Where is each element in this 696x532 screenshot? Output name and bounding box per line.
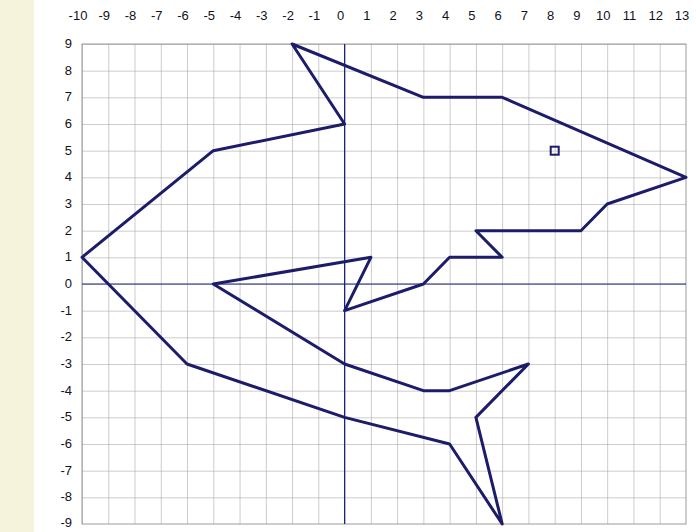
y-axis-number: 9 [65, 37, 72, 51]
x-axis-number: -10 [69, 9, 88, 23]
y-axis-number: -9 [60, 516, 72, 530]
x-axis-number: -2 [282, 9, 294, 23]
x-axis-number: 5 [468, 9, 475, 23]
side-strip [0, 0, 34, 532]
y-axis-number: -2 [60, 330, 72, 344]
x-axis-number: -8 [125, 9, 137, 23]
shark-outline [82, 44, 686, 524]
x-axis-number: 0 [337, 9, 344, 23]
x-axis-number: 2 [390, 9, 397, 23]
y-axis-number: -1 [60, 304, 72, 318]
x-axis-number: -6 [177, 9, 189, 23]
x-axis-number: -4 [230, 9, 242, 23]
y-axis-number: -7 [60, 464, 72, 478]
y-axis-number: 2 [65, 224, 72, 238]
x-axis-number: -5 [204, 9, 216, 23]
y-axis-number: 7 [65, 90, 72, 104]
x-axis [82, 283, 686, 284]
y-axis-number: 1 [65, 250, 72, 264]
y-axis-number: -6 [60, 437, 72, 451]
x-axis-number: -9 [98, 9, 110, 23]
y-axis-number: 4 [65, 170, 72, 184]
coordinate-grid [82, 44, 686, 524]
y-axis-number: 8 [65, 64, 72, 78]
x-axis-number: -1 [309, 9, 321, 23]
y-axis-number: -8 [60, 490, 72, 504]
x-axis-number: 7 [521, 9, 528, 23]
x-axis-number: 10 [596, 9, 610, 23]
x-axis-number: 6 [495, 9, 502, 23]
y-axis-number: -3 [60, 357, 72, 371]
x-axis-number: 3 [416, 9, 423, 23]
x-axis-number: 8 [547, 9, 554, 23]
y-axis-number: 5 [65, 144, 72, 158]
y-axis-number: 6 [65, 117, 72, 131]
x-axis-number: 11 [623, 9, 637, 23]
x-axis-number: 4 [442, 9, 449, 23]
x-axis-number: 13 [675, 9, 689, 23]
y-axis-number: -4 [60, 384, 72, 398]
x-axis-number: 12 [648, 9, 662, 23]
x-axis-number: -3 [256, 9, 268, 23]
shark-eye [551, 147, 559, 155]
x-axis-number: 9 [573, 9, 580, 23]
y-axis-number: 3 [65, 197, 72, 211]
y-axis-number: -5 [60, 410, 72, 424]
x-axis-number: -7 [151, 9, 163, 23]
y-axis-number: 0 [65, 277, 72, 291]
x-axis-number: 1 [363, 9, 370, 23]
